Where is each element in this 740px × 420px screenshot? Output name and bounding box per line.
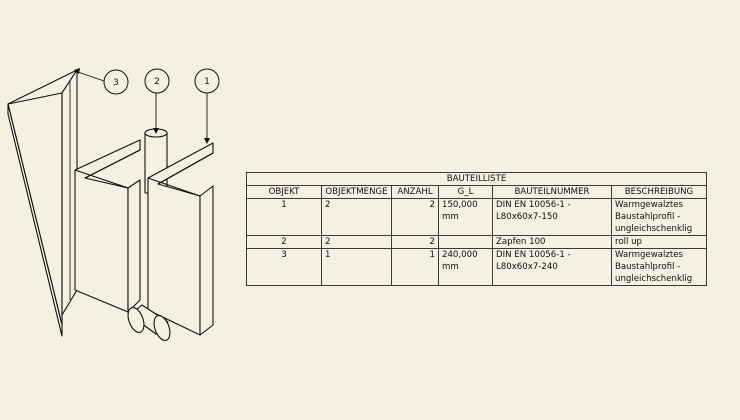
cell-anzahl: 2 xyxy=(391,198,439,236)
table-title: BAUTEILLISTE xyxy=(246,172,707,186)
cell-objekt: 2 xyxy=(246,235,322,249)
cell-anzahl: 2 xyxy=(391,235,439,249)
col-header-gl: G_L xyxy=(438,185,493,199)
balloon-1-label: 1 xyxy=(204,77,210,87)
cell-objektmenge: 1 xyxy=(321,248,392,286)
cell-gl: 150,000 mm xyxy=(438,198,493,236)
cell-bauteilnummer: DIN EN 10056-1 - L80x60x7-240 xyxy=(492,248,612,286)
cell-anzahl: 1 xyxy=(391,248,439,286)
cell-beschreibung-line: ungleichschenklig xyxy=(615,224,693,234)
cell-gl xyxy=(438,235,493,249)
cell-beschreibung: roll up xyxy=(611,235,707,249)
col-header-beschreibung: BESCHREIBUNG xyxy=(611,185,707,199)
cell-bauteilnummer: Zapfen 100 xyxy=(492,235,612,249)
cell-gl-line: 240,000 xyxy=(442,250,478,260)
cell-objekt: 1 xyxy=(246,198,322,236)
cell-objekt: 3 xyxy=(246,248,322,286)
table-row[interactable]: 3 1 1 240,000 mm DIN EN 10056-1 - L80x60… xyxy=(246,248,707,286)
angle-profile-part-1b[interactable] xyxy=(147,142,214,336)
cell-objektmenge: 2 xyxy=(321,198,392,236)
cell-bauteilnummer-line: L80x60x7-150 xyxy=(496,212,558,222)
pin-part-2-lower[interactable] xyxy=(125,304,173,343)
cell-bauteilnummer-line: L80x60x7-240 xyxy=(496,262,558,272)
cell-beschreibung-line: Baustahlprofil - xyxy=(615,262,681,272)
cell-objektmenge: 2 xyxy=(321,235,392,249)
parts-list-table: BAUTEILLISTE OBJEKT OBJEKTMENGE ANZAHL G… xyxy=(246,172,707,286)
arrowhead-1 xyxy=(204,138,210,144)
balloon-3-label: 3 xyxy=(113,78,119,88)
cell-gl-line: mm xyxy=(442,262,459,272)
cell-beschreibung-line: Baustahlprofil - xyxy=(615,212,681,222)
table-row[interactable]: 1 2 2 150,000 mm DIN EN 10056-1 - L80x60… xyxy=(246,198,707,236)
cell-gl-line: 150,000 xyxy=(442,200,478,210)
cell-beschreibung: Warmgewalztes Baustahlprofil - ungleichs… xyxy=(611,248,707,286)
balloon-2-label: 2 xyxy=(154,77,160,87)
cell-gl-line: mm xyxy=(442,212,459,222)
cell-beschreibung-line: ungleichschenklig xyxy=(615,274,693,284)
cell-bauteilnummer: DIN EN 10056-1 - L80x60x7-150 xyxy=(492,198,612,236)
angle-profile-part-3[interactable] xyxy=(7,69,78,337)
balloon-2[interactable]: 2 xyxy=(144,68,170,94)
col-header-bauteilnummer: BAUTEILNUMMER xyxy=(492,185,612,199)
balloon-1[interactable]: 1 xyxy=(194,68,220,94)
cell-bauteilnummer-line: DIN EN 10056-1 - xyxy=(496,200,571,210)
angle-profile-part-1a[interactable] xyxy=(74,139,141,313)
cell-bauteilnummer-line: DIN EN 10056-1 - xyxy=(496,250,571,260)
balloon-3[interactable]: 3 xyxy=(103,69,129,95)
leader-line-3 xyxy=(77,71,105,82)
cell-gl: 240,000 mm xyxy=(438,248,493,286)
col-header-objekt: OBJEKT xyxy=(246,185,322,199)
arrowhead-2 xyxy=(153,128,159,134)
col-header-anzahl: ANZAHL xyxy=(391,185,439,199)
table-row[interactable]: 2 2 2 Zapfen 100 roll up xyxy=(246,235,707,249)
col-header-objektmenge: OBJEKTMENGE xyxy=(321,185,392,199)
cell-beschreibung-line: Warmgewalztes xyxy=(615,250,684,260)
arrowhead-3 xyxy=(74,68,80,74)
cell-beschreibung-line: Warmgewalztes xyxy=(615,200,684,210)
cell-beschreibung: Warmgewalztes Baustahlprofil - ungleichs… xyxy=(611,198,707,236)
